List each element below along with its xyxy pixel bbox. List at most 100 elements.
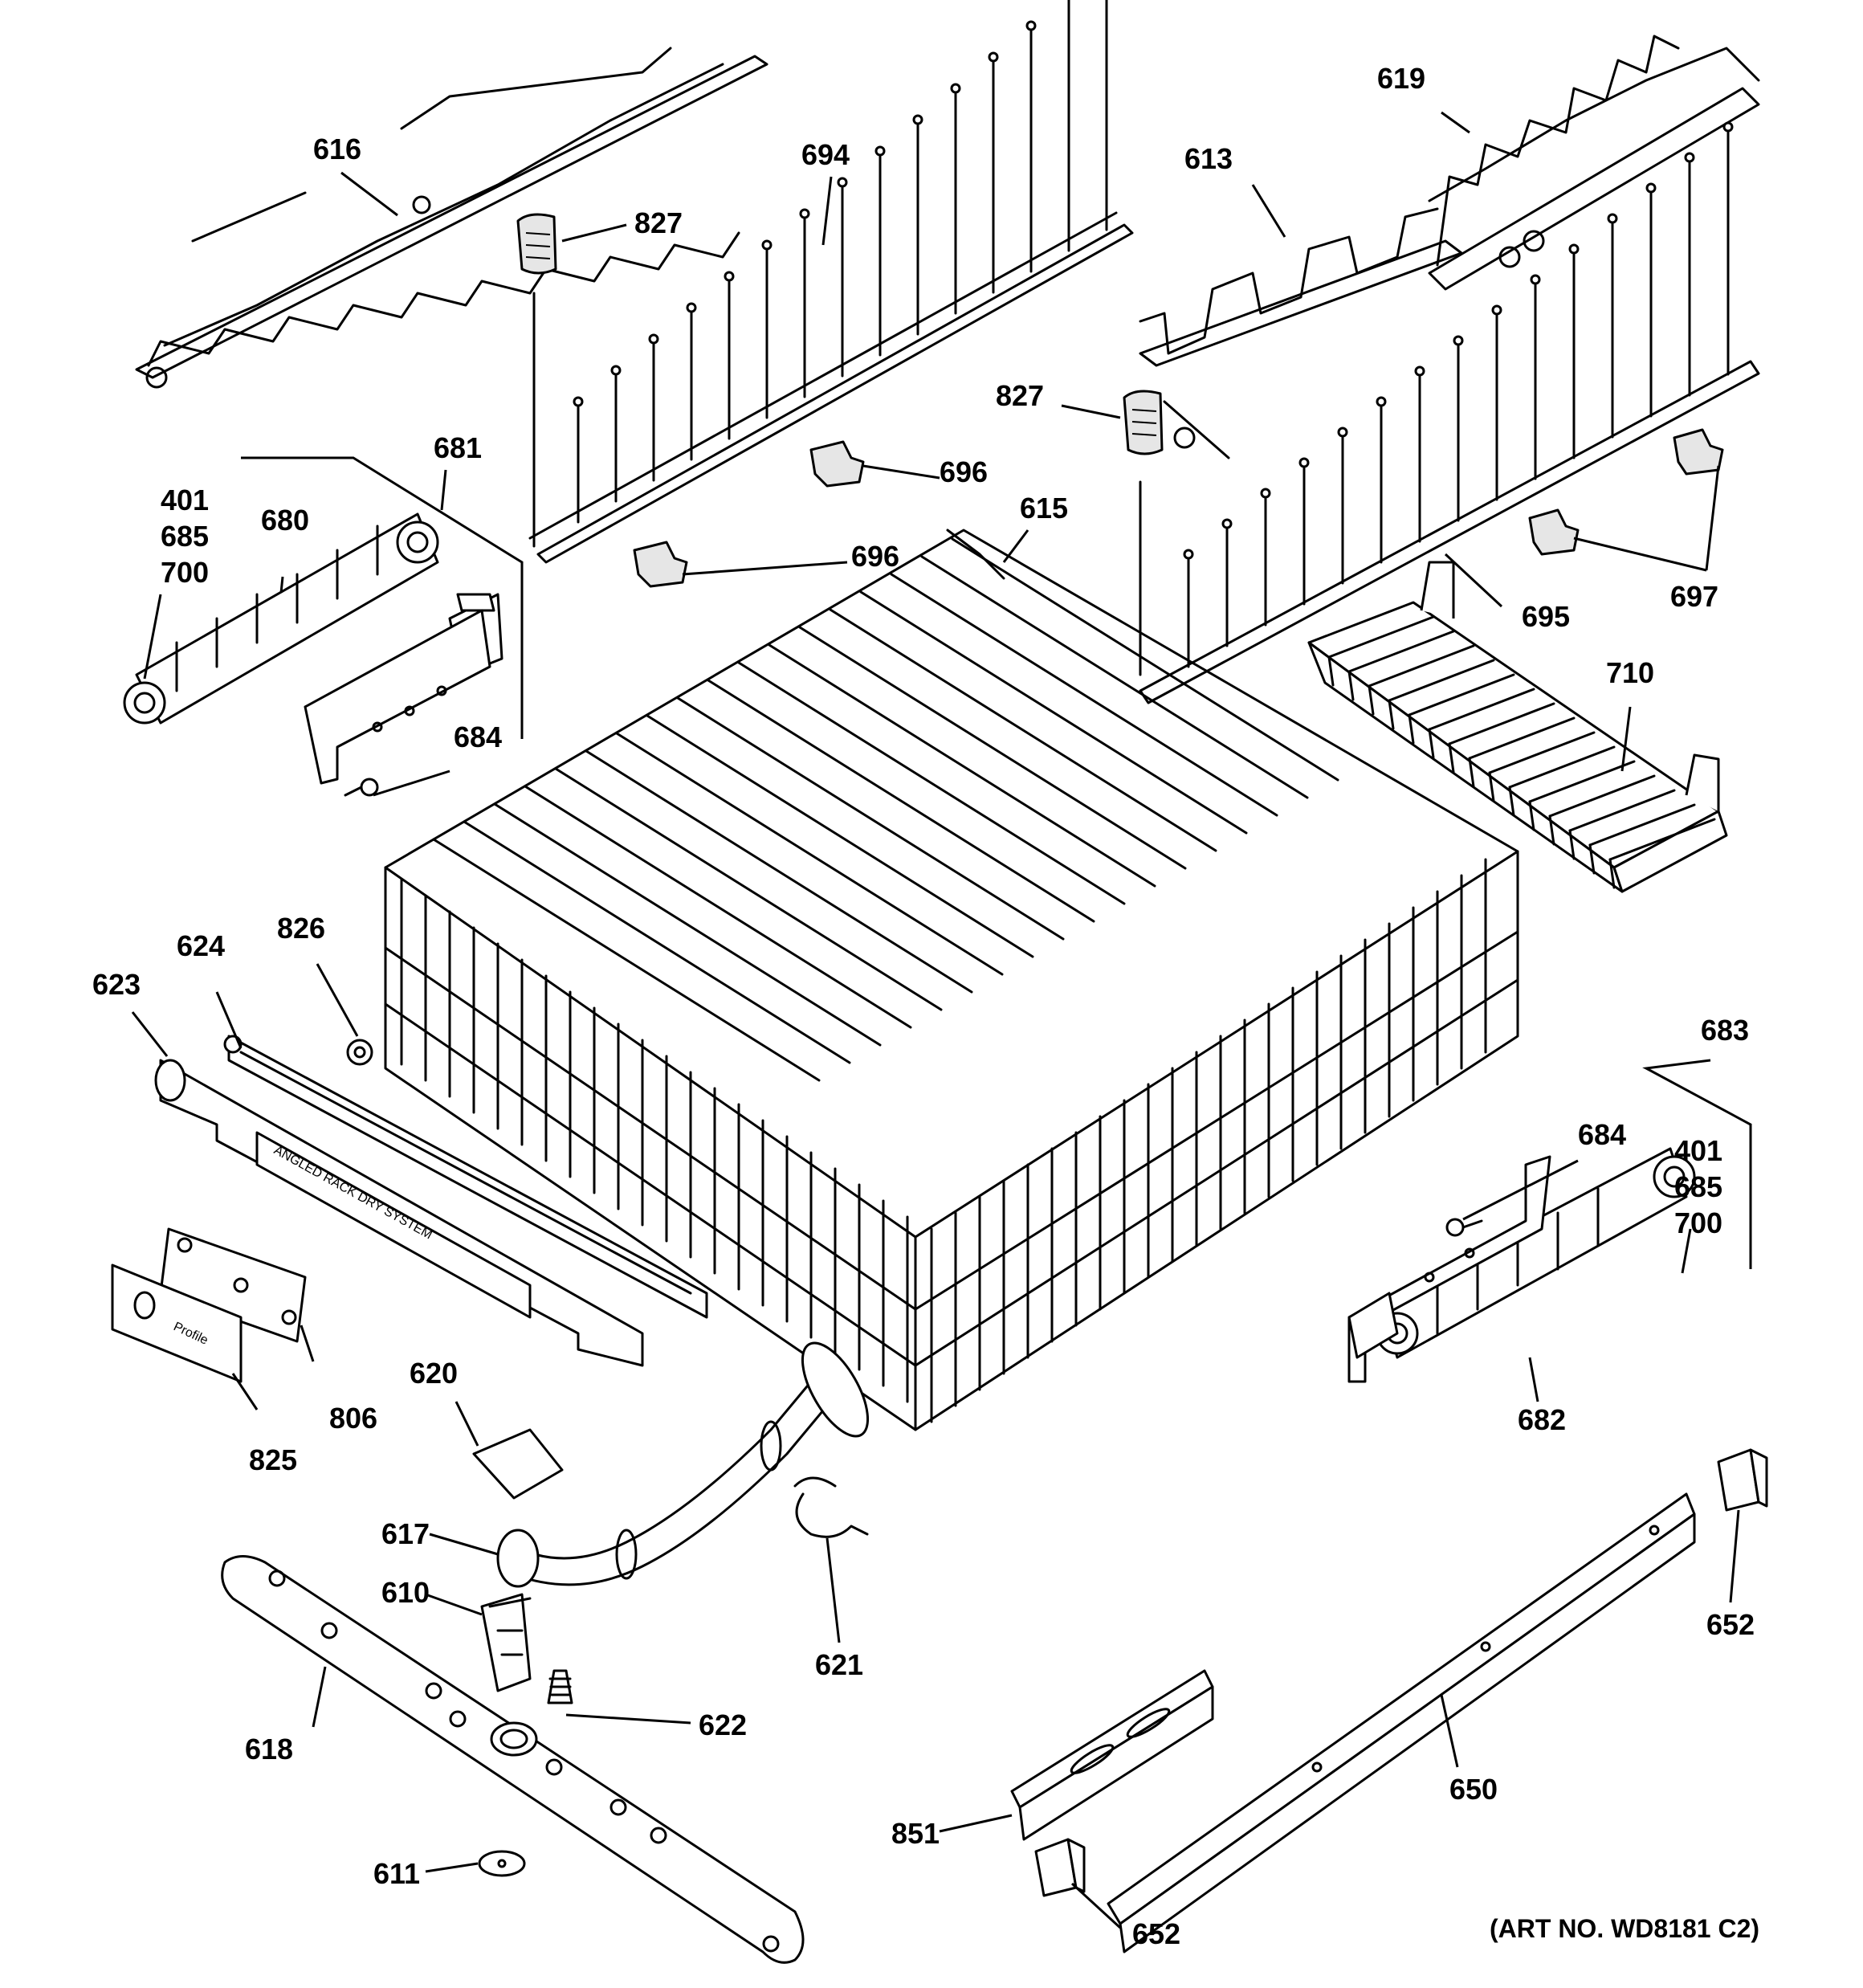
callout-697: 697 (1670, 580, 1718, 613)
callout-401-right: 401 (1674, 1134, 1722, 1167)
tine-tip (1298, 457, 1310, 468)
callout-619: 619 (1377, 62, 1425, 95)
callout-681: 681 (434, 431, 482, 464)
part-694-tine-row (528, 0, 1134, 564)
part-650-track (1107, 1492, 1696, 1953)
basket-divider (1488, 731, 1596, 774)
part-683-bracket (1347, 1155, 1551, 1383)
basket-side-bar (1588, 843, 1596, 875)
part-615-upper-rack (384, 529, 1519, 1431)
callout-680: 680 (261, 504, 309, 537)
callout-682: 682 (1518, 1403, 1566, 1436)
rack-tine-wire (920, 555, 1309, 799)
part-621-clamp (793, 1476, 869, 1538)
part-697-clip-upper (1673, 428, 1724, 476)
part-825-handle: Profile (111, 1263, 243, 1383)
part-696-clip-upper (809, 440, 865, 488)
basket-divider (1588, 803, 1696, 847)
callout-685-left: 685 (161, 520, 209, 553)
callout-696-lower: 696 (851, 540, 899, 573)
tine-tip (1722, 121, 1734, 133)
callout-696-upper: 696 (940, 455, 988, 488)
basket-side-bar (1468, 757, 1475, 788)
basket-side-bar (1528, 800, 1535, 831)
part-827-clip-left (516, 213, 557, 275)
basket-divider (1388, 659, 1495, 702)
part-826-screw (346, 1039, 373, 1066)
tine-tip (1025, 20, 1037, 31)
rack-tine-wire (798, 626, 1187, 870)
part-652-stop-upper (1717, 1448, 1768, 1512)
rack-tine-wire (707, 679, 1095, 923)
basket-side-bar (1408, 713, 1415, 745)
rack-tine-wire (829, 608, 1217, 852)
art-number: (ART NO. WD8181 C2) (1490, 1914, 1759, 1943)
basket-divider (1528, 760, 1636, 803)
tine-tip (1183, 549, 1194, 560)
part-710-basket (1307, 561, 1728, 893)
basket-divider (1548, 774, 1656, 818)
part-806-handle-frame (159, 1227, 307, 1343)
part-697-clip-lower (1528, 508, 1580, 556)
callout-616: 616 (313, 133, 361, 165)
tine-tip (610, 365, 622, 376)
callouts: 616 694 619 613 827 827 681 401 685 700 … (92, 62, 1759, 1950)
rack-tine-wire (951, 537, 1339, 782)
basket-side-bar (1608, 858, 1616, 889)
tine-tip (1645, 182, 1657, 194)
tine-tip (648, 333, 659, 345)
rack-tine-wire (493, 802, 882, 1047)
callout-615: 615 (1020, 492, 1068, 525)
callout-610: 610 (381, 1576, 430, 1609)
callout-622: 622 (699, 1708, 747, 1741)
rack-tine-wire (676, 696, 1065, 941)
tine-tip (724, 271, 735, 282)
tine-tip (799, 208, 810, 219)
callout-611: 611 (373, 1857, 420, 1890)
part-695-tine-row (1139, 121, 1760, 704)
basket-side-bar (1388, 699, 1395, 730)
tine-tip (573, 396, 584, 407)
tine-tip (1337, 427, 1348, 438)
part-681-bracket (304, 593, 503, 785)
callout-624: 624 (177, 929, 225, 962)
part-827-clip-right (1123, 390, 1164, 455)
tine-tip (1684, 152, 1695, 163)
tine-tip (1260, 488, 1271, 499)
basket-side-bar (1488, 771, 1495, 802)
callout-827-left: 827 (634, 206, 683, 239)
basket-divider (1428, 688, 1535, 731)
part-613-shelf (1139, 207, 1463, 459)
rack-tine-wire (646, 714, 1034, 958)
part-684-screw-right (1445, 1218, 1483, 1237)
rack-tine-wire (859, 590, 1248, 835)
basket-side-bar (1448, 742, 1455, 774)
part-696-clip-lower (633, 541, 688, 588)
callout-827-right: 827 (996, 379, 1044, 412)
callout-694: 694 (801, 138, 850, 171)
callout-617: 617 (381, 1517, 430, 1550)
part-851-slide (1010, 1669, 1214, 1841)
basket-side-bar (1508, 786, 1515, 817)
basket-side-bar (1548, 814, 1555, 846)
part-616-cup-shelf (135, 47, 768, 389)
callout-684-right: 684 (1578, 1118, 1626, 1151)
basket-divider (1608, 818, 1716, 861)
tine-tip (1221, 518, 1233, 529)
rack-tine-wire (737, 661, 1126, 905)
callout-683: 683 (1701, 1014, 1749, 1047)
tine-tip (1491, 304, 1502, 316)
callout-652-lower: 652 (1132, 1917, 1180, 1950)
basket-side-bar (1368, 684, 1375, 716)
part-618-spray-arm (221, 1555, 805, 1964)
tine-tip (837, 177, 848, 188)
rack-tine-wire (524, 785, 912, 1029)
tine-tip (912, 114, 923, 125)
tine-tip (874, 145, 886, 157)
callout-620: 620 (410, 1357, 458, 1390)
callout-710: 710 (1606, 656, 1654, 689)
basket-divider (1468, 716, 1576, 760)
basket-divider (1368, 644, 1475, 688)
callout-401-left: 401 (161, 484, 209, 516)
